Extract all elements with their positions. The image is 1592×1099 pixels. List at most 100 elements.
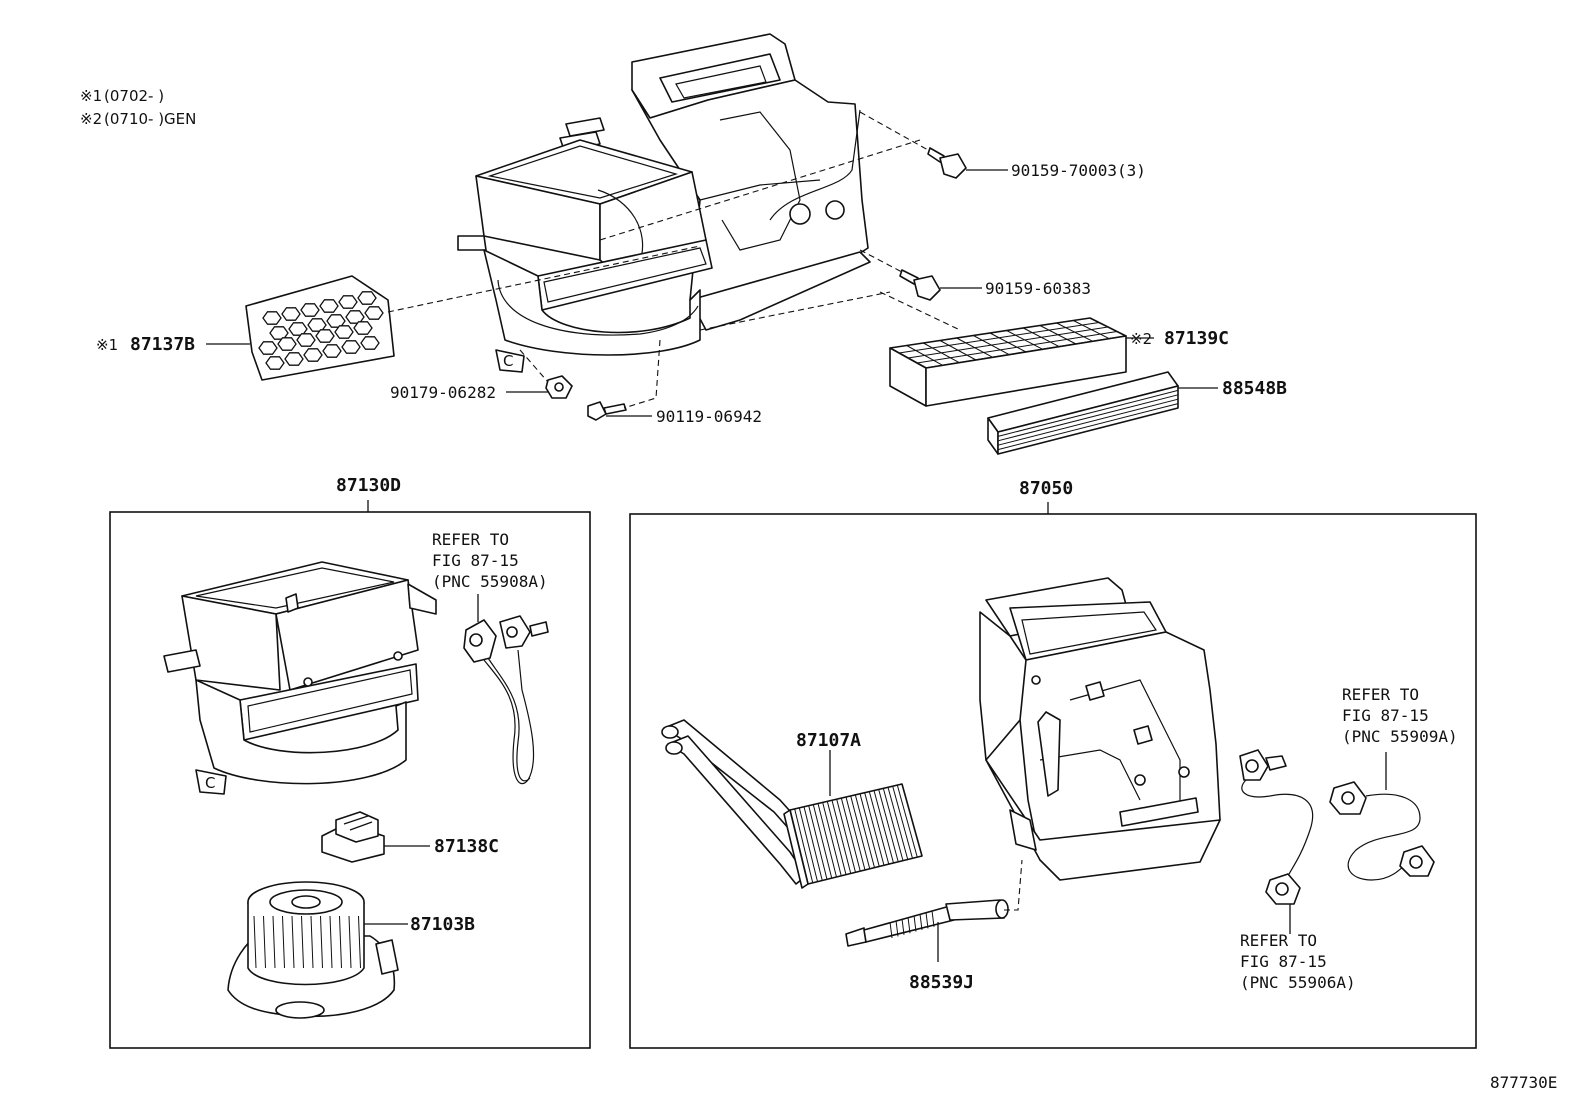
blower-fin (272, 915, 276, 969)
blower-fin (320, 915, 323, 969)
cover-hex-cell (303, 348, 323, 362)
screw-90119-06942 (587, 401, 627, 421)
note-1-text: (0702- ) (104, 87, 164, 105)
figure-id: 877730E (1490, 1073, 1557, 1092)
servo-motor-55906a (1239, 749, 1314, 905)
blower-fin (291, 915, 295, 969)
ref1-line2: FIG 87-15 (432, 551, 519, 570)
label-90159-70003: 90159-70003(3) (1011, 161, 1146, 180)
label-87130d: 87130D (336, 475, 401, 496)
heater-core-fin (850, 795, 871, 869)
servo-motor-55908a (463, 615, 549, 785)
alignment-lines-top (387, 111, 961, 409)
cover-hex-cell (322, 344, 342, 358)
label-87138c: 87138C (434, 836, 499, 857)
aspirator-rib (913, 915, 917, 932)
cover-hex-cell (281, 307, 301, 321)
label-90159-60383: 90159-60383 (985, 279, 1091, 298)
heater-core-fin (864, 792, 885, 866)
label-87137b: 87137B (130, 334, 195, 355)
cover-87137b (245, 275, 395, 381)
aspirator-rib (919, 913, 923, 931)
label-87050: 87050 (1019, 478, 1073, 499)
heater-core-fin (826, 801, 847, 875)
heater-core-fin (817, 803, 837, 878)
cover-hex-cell (338, 295, 358, 309)
heater-core-fin (845, 796, 866, 871)
aspirator-rib (907, 917, 911, 934)
ref1-line3: (PNC 55908A) (432, 572, 548, 591)
heater-core-fin (868, 791, 890, 865)
blower-fin (358, 915, 361, 969)
cover-hex-cell (258, 341, 278, 355)
aspirator-88539j (845, 899, 1009, 947)
resistor-87138c (321, 811, 385, 863)
ref3-line1: REFER TO (1240, 931, 1317, 950)
heater-core-fin (840, 797, 861, 872)
cover-hex-cell (300, 303, 320, 317)
filter-pleat (898, 322, 1100, 354)
bolt-90159-70003 (927, 147, 967, 179)
blower-fin (282, 915, 285, 969)
heater-core-fin (859, 793, 880, 867)
cover-hex-cell (334, 325, 354, 339)
heater-core-fin (812, 804, 833, 879)
aspirator-rib (925, 912, 929, 929)
heater-core-fin (887, 787, 909, 860)
blower-unit: C (163, 561, 437, 795)
ref1-line1: REFER TO (432, 530, 509, 549)
louver-slat (997, 389, 1179, 437)
blower-fin (310, 915, 314, 969)
cover-hex-cell (319, 299, 339, 313)
cover-hex-cell (265, 356, 285, 370)
heater-core-fin (873, 790, 894, 864)
cover-hex-cell (296, 333, 316, 347)
blower-fin (263, 915, 266, 969)
note-2-mark: ※2 (80, 110, 102, 128)
cover-hex-cell (357, 291, 377, 305)
ref2-line3: (PNC 55909A) (1342, 727, 1458, 746)
label-90119-06942: 90119-06942 (656, 407, 762, 426)
heater-core-fin (808, 805, 828, 880)
servo-motor-55909a (1329, 781, 1435, 881)
louver-slat (997, 394, 1179, 442)
louver-88548b (987, 371, 1179, 455)
ref2-line2: FIG 87-15 (1342, 706, 1429, 725)
aspirator-rib (895, 920, 899, 937)
heater-core-fin (892, 786, 913, 859)
ref2-line1: REFER TO (1342, 685, 1419, 704)
heater-core-fin (854, 794, 875, 868)
bolt-90159-60383 (899, 269, 941, 301)
label-87139c: 87139C (1164, 328, 1229, 349)
blower-fin (329, 915, 333, 969)
label-87103b: 87103B (410, 914, 475, 935)
blower-fin (301, 915, 304, 969)
label-87107a: 87107A (796, 730, 861, 751)
hvac-assembly-main: C (457, 33, 871, 373)
label-88548b: 88548B (1222, 378, 1287, 399)
heater-core-fin (831, 800, 852, 874)
blower-marking-c: C (205, 774, 215, 792)
filter-pleat (907, 326, 1109, 359)
note-1-mark: ※1 (80, 87, 102, 105)
label-filter-note: ※2 (1130, 330, 1152, 348)
cover-hex-cell (315, 329, 335, 343)
blower-motor-87103b (227, 881, 399, 1019)
ref3-line2: FIG 87-15 (1240, 952, 1327, 971)
callouts-top: 90159-70003(3) 90159-60383 ※2 87139C 885… (96, 161, 1287, 426)
heater-case (979, 577, 1221, 881)
heater-core-fin (822, 802, 842, 876)
heater-core-fin (798, 807, 818, 882)
heater-core-fin (794, 808, 814, 883)
blower-fin (348, 915, 352, 969)
cover-hex-cell (262, 311, 282, 325)
heater-core-fin (882, 788, 904, 861)
aspirator-rib (889, 921, 893, 939)
note-2-text: (0710- )GEN (104, 110, 196, 128)
cover-hex-cell (353, 321, 373, 335)
louver-slat (997, 398, 1179, 446)
heater-core-fin (836, 799, 856, 873)
aspirator-rib (931, 910, 935, 927)
label-90179-06282: 90179-06282 (390, 383, 496, 402)
case-marking-c: C (503, 352, 513, 370)
